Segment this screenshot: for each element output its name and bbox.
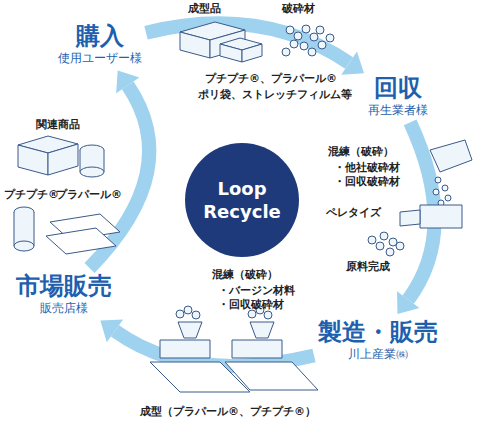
process-note: 混練（破砕）: [212, 268, 278, 281]
arrow-head: [100, 320, 123, 343]
arrow-head: [341, 51, 364, 74]
process-note: 成型（プラパール®、プチプチ®）: [140, 405, 316, 418]
arrow-band: [146, 23, 349, 63]
stage-title: 回収: [368, 74, 428, 103]
process-note: ペレタイズ: [326, 206, 381, 219]
arrow-head: [116, 70, 139, 93]
process-note: ・バージン材料: [218, 284, 295, 297]
arrow-head: [397, 291, 419, 314]
process-note: プラパール®: [56, 188, 122, 201]
stage-heading: 回収再生業者様: [368, 74, 428, 118]
crushed-pellets: [282, 25, 334, 56]
process-note: プチプチ®、プラパール®: [205, 72, 337, 85]
process-note: プチプチ®: [4, 188, 59, 201]
stage-heading: 製造・販売川上産業㈱: [318, 318, 438, 362]
process-note: 破砕材: [282, 2, 315, 15]
stage-subtitle: 川上産業㈱: [318, 347, 438, 363]
stage-title: 製造・販売: [318, 318, 438, 347]
stage-title: Loop Recycle: [197, 177, 287, 224]
process-note: ・他社破砕材: [334, 161, 400, 174]
stage-subtitle: 使用ユーザー様: [58, 51, 142, 67]
stage-heading: 市場販売販売店様: [16, 272, 112, 316]
cycle-arrow: [100, 320, 314, 366]
stage-subtitle: 再生業者様: [368, 103, 428, 119]
process-note: ポリ袋、ストレッチフィルム等: [198, 88, 352, 101]
stage-title: 購入: [58, 22, 142, 51]
stage-title: 市場販売: [16, 272, 112, 301]
center-circle: Loop Recycle: [185, 143, 299, 257]
process-note: ・回収破砕材: [334, 175, 400, 188]
process-note: 成型品: [188, 2, 221, 15]
process-note: ・回収破砕材: [218, 298, 284, 311]
molded-box: [180, 22, 262, 62]
molding-machine: [150, 306, 318, 392]
stage-subtitle: 販売店様: [16, 301, 112, 317]
process-note: 原料完成: [346, 260, 390, 273]
arrow-band: [115, 331, 314, 366]
process-note: 関連商品: [36, 118, 80, 131]
cycle-arrow: [146, 23, 364, 74]
stage-heading: 購入使用ユーザー様: [58, 22, 142, 66]
process-note: 混練（破砕）: [328, 145, 394, 158]
